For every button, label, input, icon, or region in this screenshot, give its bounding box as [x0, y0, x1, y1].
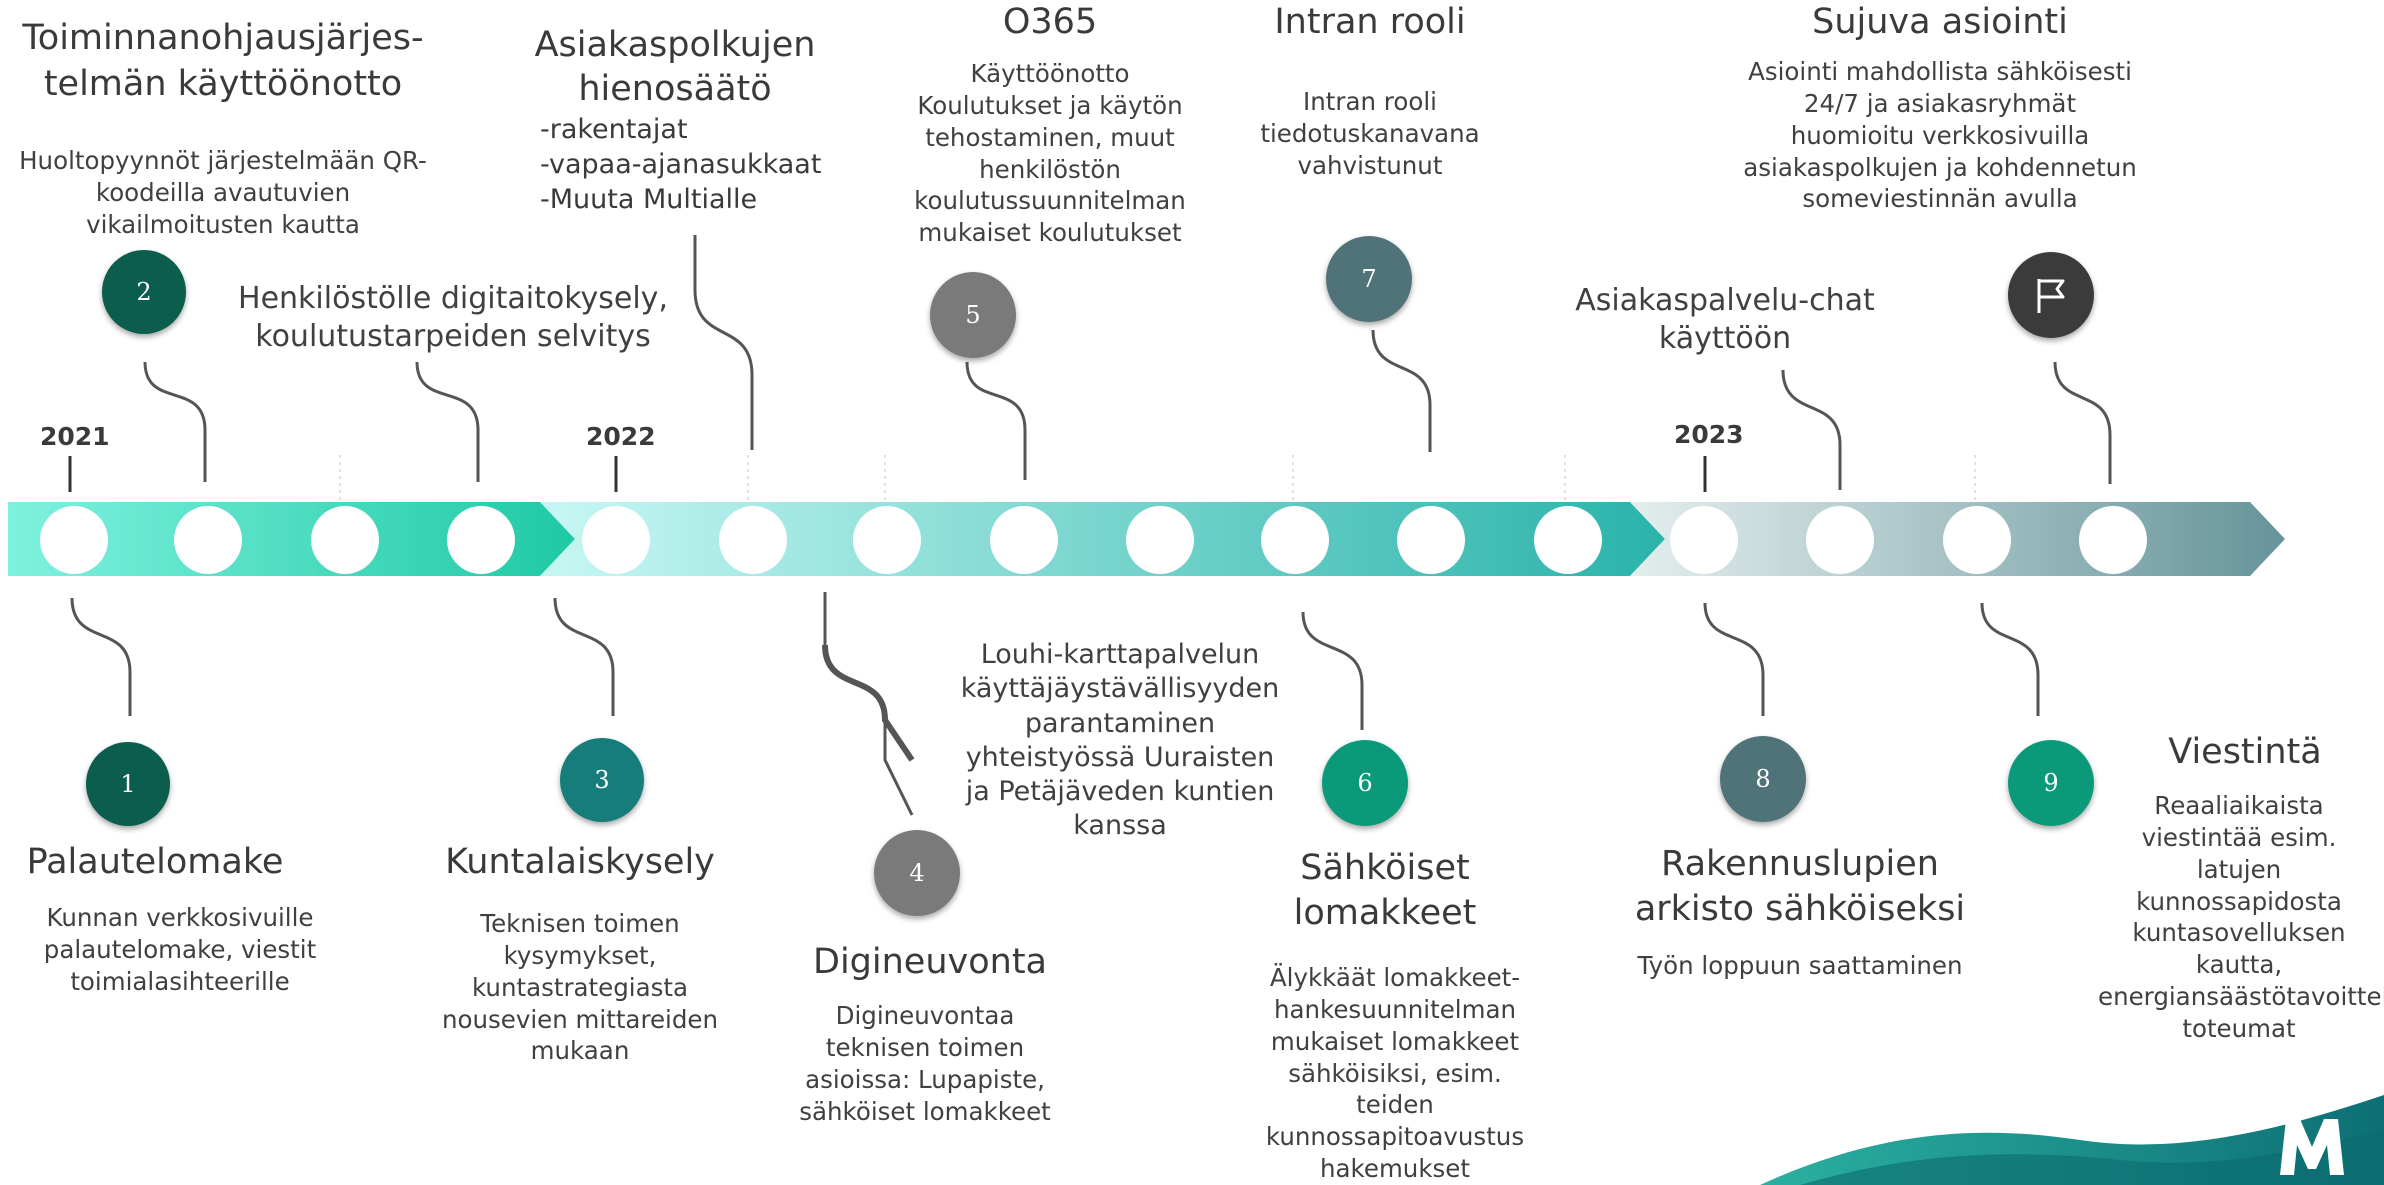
- connector-7b: [1781, 369, 1842, 490]
- milestone-9-desc: Reaaliaikaista viestintää esim. latujen …: [2098, 791, 2384, 1043]
- milestone-10-desc: Asiointi mahdollista sähköisesti 24/7 ja…: [1743, 57, 2137, 214]
- timeline-band-2021: [8, 502, 575, 576]
- milestone-7-title: Intran rooli: [1274, 2, 1466, 42]
- milestone-10-title: Sujuva asiointi: [1812, 2, 2068, 42]
- milestone-node-6[interactable]: 6: [1322, 740, 1408, 826]
- milestone-1-title: Palautelomake: [26, 842, 284, 882]
- milestone-4-title: Digineuvonta: [813, 942, 1047, 982]
- milestone-3b-title: Asiakaspolkujen hienosäätö: [534, 25, 816, 109]
- milestone-2b-desc: Henkilöstölle digitaitokysely, koulutust…: [238, 281, 668, 354]
- milestone-node-4[interactable]: 4: [874, 830, 960, 916]
- connector-3: [553, 597, 615, 716]
- milestone-3-title: Kuntalaiskysely: [445, 842, 715, 882]
- flag-icon: [2037, 279, 2065, 313]
- milestone-6-desc: Älykkäät lomakkeet-hankesuunnitelman muk…: [1265, 963, 1525, 1184]
- milestone-8-desc: Työn loppuun saattaminen: [1637, 951, 1963, 980]
- milestone-3-desc: Teknisen toimen kysymykset, kuntastrateg…: [441, 909, 719, 1066]
- connector-3b: [693, 235, 754, 450]
- multia-logo: [2280, 1119, 2344, 1175]
- milestone-node-1[interactable]: 1: [86, 742, 170, 826]
- milestone-node-2[interactable]: 2: [102, 250, 186, 334]
- milestone-node-flag[interactable]: [2008, 252, 2094, 338]
- milestone-2-title: Toiminnanohjausjärjes-telmän käyttöönott…: [22, 18, 424, 104]
- milestone-2-desc: Huoltopyynnöt järjestelmään QR-koodeilla…: [19, 146, 427, 239]
- milestone-4-desc: Digineuvontaa teknisen toimen asioissa: …: [799, 1001, 1051, 1126]
- milestone-node-3[interactable]: 3: [560, 738, 644, 822]
- connector-7: [1371, 329, 1432, 452]
- milestone-9-title: Viestintä: [2168, 732, 2322, 772]
- connector-2b: [415, 361, 480, 482]
- bullet-item: -Muuta Multialle: [540, 184, 758, 216]
- connector-6: [1301, 611, 1364, 730]
- connector-4: [823, 592, 914, 816]
- milestone-node-7[interactable]: 7: [1326, 236, 1412, 322]
- milestone-5-title: O365: [1002, 2, 1098, 42]
- milestone-node-5[interactable]: 5: [930, 272, 1016, 358]
- year-label-2022: 2022: [586, 422, 656, 451]
- connector-9: [1980, 602, 2040, 716]
- timeline-band-2022: [540, 502, 1665, 576]
- connector-2: [143, 361, 207, 482]
- milestone-3b-bullets: -rakentajat -vapaa-ajanasukkaat -Muuta M…: [540, 112, 821, 217]
- milestone-node-8[interactable]: 8: [1720, 736, 1806, 822]
- milestone-1-desc: Kunnan verkkosivuille palautelomake, vie…: [43, 903, 317, 996]
- year-label-2021: 2021: [40, 422, 110, 451]
- bullet-item: -vapaa-ajanasukkaat: [540, 149, 822, 181]
- milestone-node-9[interactable]: 9: [2008, 740, 2094, 826]
- year-label-2023: 2023: [1674, 420, 1744, 449]
- milestone-7b-desc: Asiakaspalvelu-chat käyttöön: [1575, 283, 1875, 356]
- milestone-8-title: Rakennuslupien arkisto sähköiseksi: [1634, 844, 1966, 929]
- milestone-7-desc: Intran rooli tiedotuskanavana vahvistunu…: [1260, 87, 1480, 180]
- connector-1: [70, 597, 132, 716]
- connector-5: [965, 361, 1027, 480]
- connector-10: [2053, 361, 2112, 484]
- connector-8: [1703, 602, 1765, 716]
- milestone-5-desc: Käyttöönotto Koulutukset ja käytön tehos…: [914, 59, 1186, 248]
- milestone-4b-desc: Louhi-karttapalvelun käyttäjäystävällisy…: [960, 639, 1280, 842]
- bullet-item: -rakentajat: [540, 114, 688, 145]
- milestone-6-title: Sähköiset lomakkeet: [1293, 848, 1477, 933]
